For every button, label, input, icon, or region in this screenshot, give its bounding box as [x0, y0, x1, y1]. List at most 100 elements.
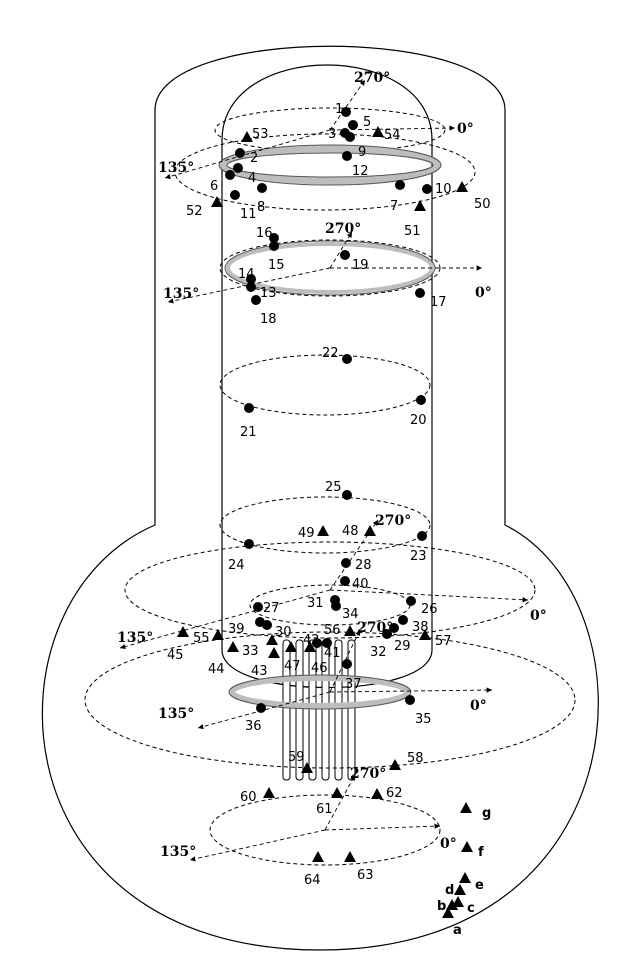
point-64-marker [312, 851, 324, 862]
point-13-label: 13 [260, 286, 277, 301]
direction-arrow-3 [164, 129, 331, 180]
angle-135-label-5: 135° [160, 844, 196, 860]
direction-arrow-11 [329, 687, 493, 693]
point-40-label: 40 [352, 577, 369, 592]
angle-270-label-3: 270° [375, 513, 411, 529]
angle-0-label-5: 0° [440, 836, 457, 852]
measurement-points: 1234567891011121314151617181920212223242… [167, 102, 491, 938]
angle-135-label-2: 135° [163, 286, 199, 302]
point-g-marker [460, 802, 472, 813]
vessel-outline [41, 45, 599, 951]
point-7-label: 7 [390, 199, 398, 214]
point-56-label: 56 [324, 623, 341, 638]
point-40-marker [340, 576, 350, 586]
point-58-marker [389, 759, 401, 770]
point-51-marker [414, 200, 426, 211]
point-24-marker [244, 539, 254, 549]
point-1-label: 1 [335, 102, 343, 117]
angle-labels: 270° 0° 135° 270° 0° 135° 270° 0° 135° 2… [117, 70, 547, 860]
point-24-label: 24 [228, 558, 245, 573]
point-10-label: 10 [435, 182, 452, 197]
point-16-marker [269, 233, 279, 243]
point-63-marker [344, 851, 356, 862]
point-3-label: 3 [328, 127, 336, 142]
angle-135-label-4: 135° [158, 706, 194, 722]
point-63-label: 63 [357, 868, 374, 883]
point-25-marker [342, 490, 352, 500]
point-31-label: 31 [307, 596, 324, 611]
point-15-label: 15 [268, 258, 285, 273]
point-35-label: 35 [415, 712, 432, 727]
point-32-marker [382, 629, 392, 639]
point-41-marker [322, 638, 332, 648]
point-55-label: 55 [193, 631, 210, 646]
point-42-marker [312, 638, 322, 648]
angle-0-label-4: 0° [470, 698, 487, 714]
point-46-label: 46 [311, 661, 328, 676]
point-28-marker [341, 558, 351, 568]
point-59-label: 59 [288, 750, 305, 765]
point-19-label: 19 [352, 258, 369, 273]
point-61-label: 61 [316, 802, 333, 817]
point-57-label: 57 [435, 634, 452, 649]
point-25-label: 25 [325, 480, 342, 495]
point-57-marker [419, 629, 431, 640]
direction-arrow-1 [329, 79, 366, 131]
point-61-marker [331, 787, 343, 798]
point-11-marker [230, 190, 240, 200]
point-6-marker [225, 170, 235, 180]
point-64-label: 64 [304, 873, 321, 888]
point-21-marker [244, 403, 254, 413]
direction-arrow-10 [329, 629, 361, 693]
point-12-label: 12 [352, 164, 369, 179]
point-8-marker [257, 183, 267, 193]
direction-arrow-9 [119, 589, 331, 650]
point-6-label: 6 [210, 179, 218, 194]
point-62-marker [371, 788, 383, 799]
point-48-marker [364, 525, 376, 536]
direction-arrow-14 [324, 823, 441, 831]
point-8-label: 8 [257, 200, 265, 215]
point-21-label: 21 [240, 425, 257, 440]
point-30-label: 30 [275, 625, 292, 640]
point-44-label: 44 [208, 662, 225, 677]
point-53-label: 53 [252, 127, 269, 142]
point-36-label: 36 [245, 719, 262, 734]
point-27-label: 27 [263, 601, 280, 616]
angle-0-label-1: 0° [457, 121, 474, 137]
angle-0-label-2: 0° [475, 285, 492, 301]
point-34-marker [331, 601, 341, 611]
angle-270-label-1: 270° [354, 70, 390, 86]
point-2-marker [235, 148, 245, 158]
point-9-marker [345, 132, 355, 142]
point-55-marker [212, 629, 224, 640]
point-a-label: a [453, 923, 462, 938]
point-c-marker [452, 896, 464, 907]
point-46-marker [304, 641, 316, 652]
point-20-marker [416, 395, 426, 405]
point-13-marker [246, 282, 256, 292]
point-53-marker [241, 131, 253, 142]
point-19-marker [340, 250, 350, 260]
point-18-marker [251, 295, 261, 305]
point-37-marker [342, 659, 352, 669]
point-d-label: d [445, 883, 454, 898]
point-29-label: 29 [394, 639, 411, 654]
point-4-marker [233, 163, 243, 173]
point-1-marker [341, 107, 351, 117]
point-60-label: 60 [240, 790, 257, 805]
point-5-marker [348, 120, 358, 130]
point-35-marker [405, 695, 415, 705]
point-62-label: 62 [386, 786, 403, 801]
point-43-label: 43 [251, 664, 268, 679]
point-52-marker [211, 196, 223, 207]
point-37-label: 37 [345, 677, 362, 692]
ring-bottom [228, 674, 412, 710]
point-43-marker [268, 647, 280, 658]
angle-135-label-3: 135° [117, 630, 153, 646]
ring-top [218, 144, 442, 186]
point-22-marker [342, 354, 352, 364]
point-7-marker [395, 180, 405, 190]
point-14-label: 14 [238, 267, 255, 282]
